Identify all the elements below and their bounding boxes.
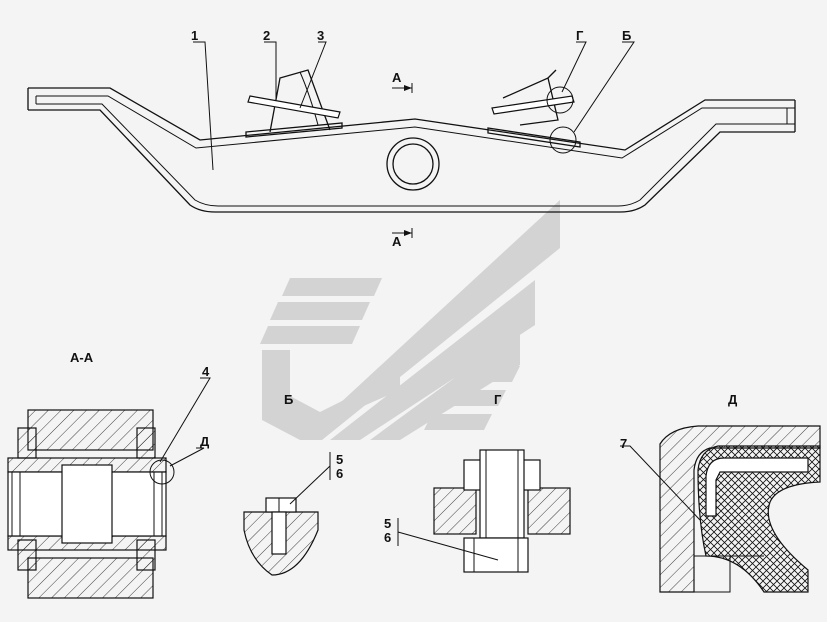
detail-d-view (659, 425, 821, 593)
section-arrow-top (392, 83, 413, 93)
label-section-aa: А-А (70, 350, 94, 365)
center-hole (386, 137, 440, 191)
label-detail-b-5: 5 (336, 452, 343, 467)
label-callout-d: Д (200, 434, 210, 449)
logo-watermark (260, 200, 560, 440)
left-pad-assembly (245, 69, 343, 138)
label-detail-b: Б (284, 392, 293, 407)
leader-part-4 (159, 377, 211, 463)
beam-main-view (27, 87, 796, 213)
label-detail-b-6: 6 (336, 466, 343, 481)
label-part-1: 1 (191, 28, 198, 43)
leader-part-7 (620, 445, 701, 521)
label-part-3: 3 (317, 28, 324, 43)
label-detail-g: Г (494, 392, 502, 407)
label-part-7: 7 (620, 436, 627, 451)
label-detail-d: Д (728, 392, 738, 407)
label-section-arrow-top: А (392, 70, 402, 85)
label-part-4: 4 (202, 364, 210, 379)
leader-callout-d (169, 447, 205, 467)
label-callout-b: Б (622, 28, 631, 43)
leader-lines-main (193, 41, 635, 171)
label-detail-g-5: 5 (384, 516, 391, 531)
callout-circle-b (549, 126, 577, 154)
section-aa-view (7, 409, 175, 599)
callout-circle-g (546, 86, 574, 114)
detail-b-view (243, 497, 319, 576)
section-arrow-bottom (392, 228, 413, 238)
label-section-arrow-bottom: А (392, 234, 402, 249)
label-part-2: 2 (263, 28, 270, 43)
leader-detail-g-5 (397, 531, 499, 561)
leader-detail-b-5 (289, 465, 331, 505)
detail-g-view (433, 449, 571, 573)
label-callout-g: Г (576, 28, 584, 43)
right-pad-assembly (487, 69, 581, 148)
label-detail-g-6: 6 (384, 530, 391, 545)
